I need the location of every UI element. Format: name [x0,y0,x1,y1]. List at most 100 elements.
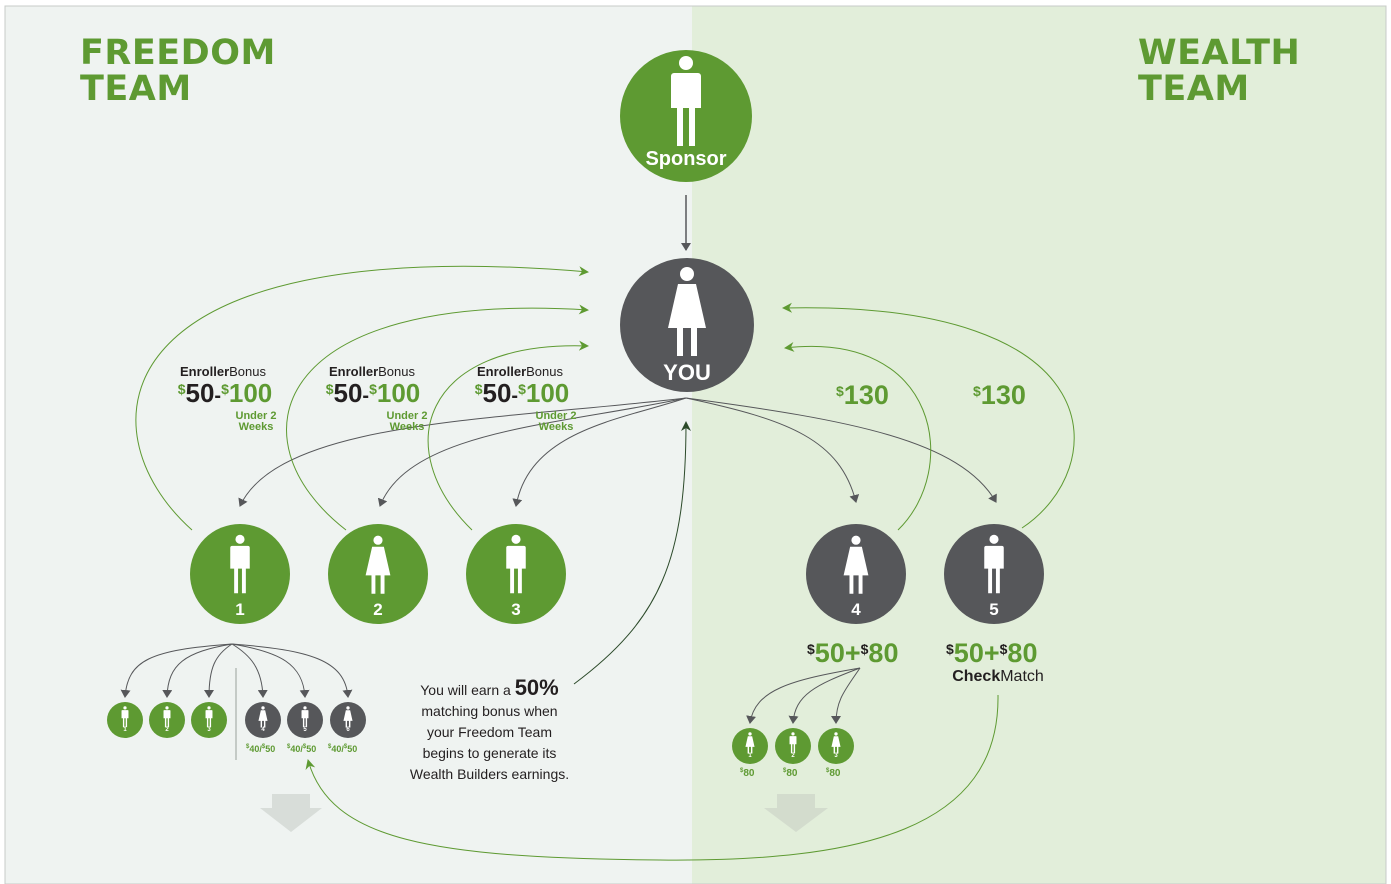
bonus-low: 50 [482,378,512,408]
member-5-to-freedom-downline-arrow [305,694,999,861]
member-1-to-you-arrow [135,265,589,531]
male-person-icon [984,534,1004,594]
downline-number: 3 [207,727,211,733]
freedom-downline-1: 1 [107,702,143,738]
enroller-bonus-heading-3: EnrollerBonus [455,364,585,379]
member-1-downline-arrow-2 [162,643,233,698]
check-match-label: CheckMatch [938,668,1058,686]
member-4-to-you-arrow [784,342,932,531]
note-line4: begins to generate its [422,745,557,761]
enroller-word: Enroller [180,364,230,379]
currency-sign: $ [807,641,815,657]
currency-sign: $ [369,381,377,397]
female-person-icon [365,535,391,594]
check-word: Check [952,668,1001,685]
wealth-member-4-bonus: $50+$80 [807,638,898,669]
downline-number: 6 [346,727,350,733]
currency-sign: $ [343,744,348,750]
freedom-member-1: 1 [190,524,290,624]
amount-value: 80 [743,768,755,779]
bonus-first: 50 [953,638,984,668]
freedom-downline-4: 4 [245,702,281,738]
freedom-downline-3: 3 [191,702,227,738]
wealth-downline-1: 1 [732,728,768,764]
note-line1-text: You will earn a [420,682,511,698]
note-line1: Under 2 [386,410,428,422]
enroller-bonus-amount-2: $50-$100 [303,378,443,409]
amount-first: 40 [249,744,260,754]
currency-sign: $ [177,381,186,397]
freedom-downline-continue-arrow [260,794,322,832]
wealth-title-line1: WEALTH [1138,33,1301,73]
amount-first: 40 [331,744,342,754]
amount-value: 80 [829,768,841,779]
member-number: 4 [851,600,861,619]
bonus-second: 80 [1007,638,1038,668]
wealth-member-5: 5 [944,524,1044,624]
member-1-downline-arrow-1 [120,643,233,698]
member-3-to-you-arrow [427,340,589,531]
female-person-icon [258,706,268,728]
amount-slash: / [341,744,344,754]
note-percent: 50% [514,675,559,700]
currency-sign: $ [328,744,332,750]
wealth-bonus-amount-2: $130 [973,380,1026,411]
wealth-downline-1-amount: $80 [740,768,754,779]
enroller-bonus-amount-1: $50-$100 [155,378,295,409]
bonus-separator: - [214,385,222,407]
currency-sign: $ [999,641,1008,657]
currency-sign: $ [946,641,954,657]
note-line2: Weeks [389,421,425,433]
bonus-high: 100 [525,378,570,408]
member-4-downline-arrow-2 [788,667,861,724]
bonus-separator: - [511,385,519,407]
member-number: 2 [373,600,383,619]
downline-number: 2 [165,727,169,733]
wealth-downline-2: 2 [775,728,811,764]
you-node: YOU [620,258,754,392]
member-1-downline-arrow-3 [204,643,233,698]
enroller-bonus-note-3: Under 2 Weeks [526,411,586,433]
freedom-downline-5-amount: $40/$50 [287,744,316,754]
wealth-downline-3: 3 [818,728,854,764]
freedom-downline-6: 6 [330,702,366,738]
downline-number: 2 [791,753,795,759]
member-1-downline-arrow-4 [231,643,268,698]
freedom-title-line1: FREEDOM [80,33,276,73]
you-to-member-5-arrow [685,397,997,503]
male-person-icon [121,706,129,728]
member-1-downline-arrow-6 [231,643,353,698]
wealth-downline-3-amount: $80 [826,768,840,779]
you-to-member-1-arrow [238,397,687,507]
note-line2: Weeks [238,421,274,433]
you-to-member-3-arrow [512,397,687,507]
amount-value: 80 [786,768,798,779]
amount-first: 40 [290,744,301,754]
enroller-bonus-note-1: Under 2 Weeks [226,411,286,433]
bonus-high: 100 [228,378,273,408]
member-number: 1 [235,600,245,619]
bonus-word: Bonus [229,364,266,379]
downline-number: 3 [834,753,838,759]
note-line1: Under 2 [535,410,577,422]
currency-sign: $ [261,744,266,750]
wealth-bonus-value: 130 [843,380,889,410]
female-person-icon [831,732,841,754]
freedom-team-title: FREEDOM TEAM [80,35,320,107]
freedom-downline-2: 2 [149,702,185,738]
wealth-downline-continue-arrow [764,794,828,832]
currency-sign: $ [221,381,229,397]
bonus-first: 50 [814,638,845,668]
wealth-team-title: WEALTH TEAM [1138,35,1338,107]
you-to-member-2-arrow [377,397,687,507]
downline-number: 1 [123,727,127,733]
bonus-plus: + [844,638,861,668]
amount-slash: / [300,744,303,754]
bonus-word: Bonus [526,364,563,379]
currency-sign: $ [740,768,744,774]
male-person-icon [301,706,309,728]
matching-bonus-note: You will earn a 50% matching bonus when … [392,677,587,785]
note-line1: Under 2 [235,410,277,422]
currency-sign: $ [518,381,526,397]
